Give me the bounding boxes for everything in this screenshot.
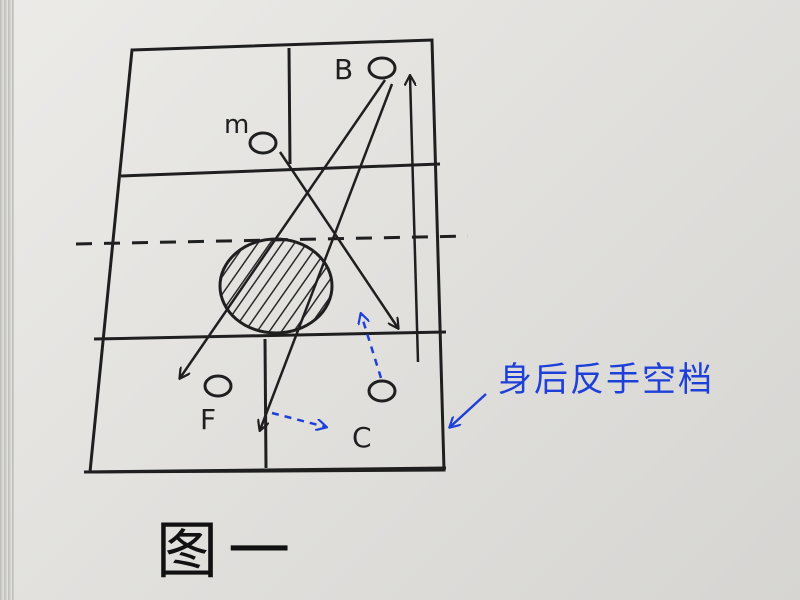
player-b-label: B <box>334 53 354 86</box>
court-bottom-extension <box>83 466 447 474</box>
player-m-label: m <box>224 110 250 140</box>
player-f-label: F <box>200 403 217 436</box>
arrow-b-to-left-front <box>180 79 387 378</box>
arrow-note-pointer-blue <box>450 393 487 427</box>
court-outline <box>88 38 446 474</box>
figure-caption: 图一 <box>156 514 301 587</box>
front-service-line <box>93 330 447 341</box>
arrow-c-forward-blue <box>361 314 383 379</box>
back-service-line <box>120 162 441 178</box>
arrow-right-sideline-up <box>410 76 420 363</box>
player-f-marker <box>203 374 233 398</box>
player-m-marker <box>248 131 278 155</box>
arrow-b-to-center-front <box>260 83 394 430</box>
player-c-label: C <box>352 421 372 454</box>
backhand-gap-note: 身后反手空档 <box>498 360 714 400</box>
center-line-back <box>287 47 292 165</box>
arrow-m-to-right-front <box>278 151 398 328</box>
player-b-marker <box>367 56 397 80</box>
player-c-marker <box>367 379 397 403</box>
center-line-front <box>263 338 268 469</box>
paper-stack-edge <box>0 0 14 600</box>
arrow-f-to-c-blue <box>271 411 326 427</box>
